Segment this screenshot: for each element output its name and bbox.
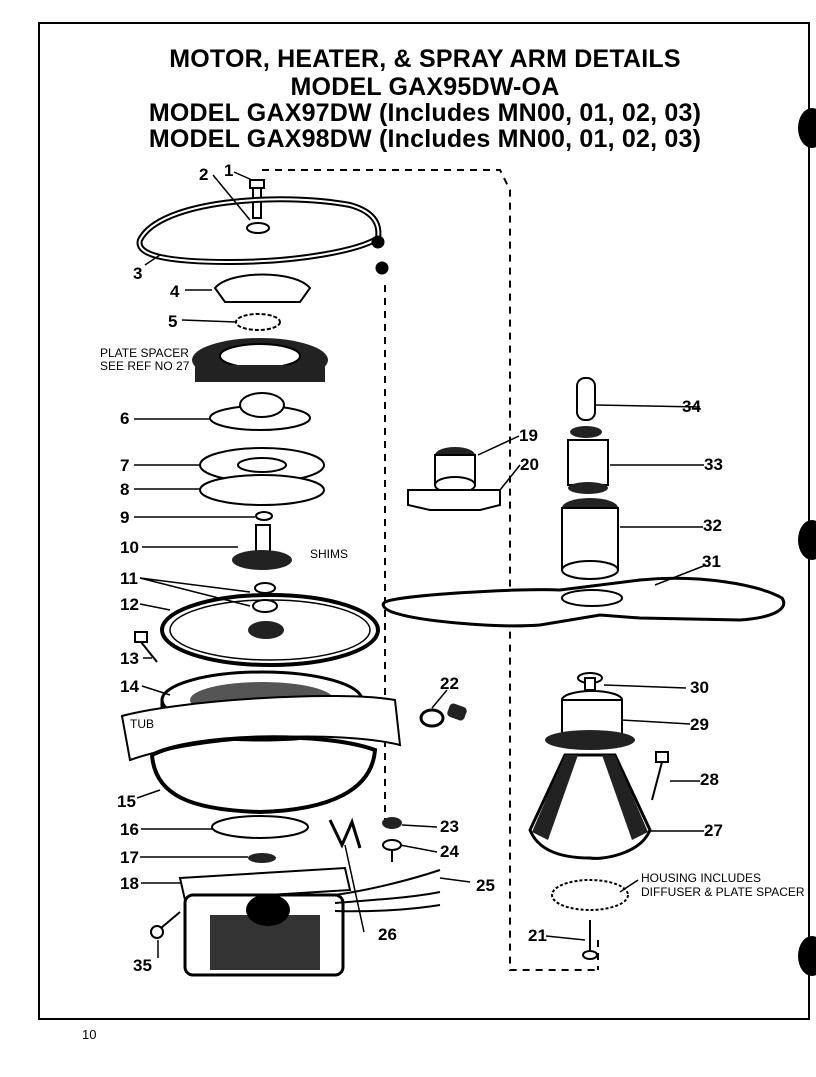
part-17-coupling <box>248 853 276 863</box>
callout-10: 10 <box>120 538 139 557</box>
callout-23: 23 <box>440 817 459 836</box>
part-19-bushing <box>434 447 476 494</box>
part-32-filter <box>561 498 619 580</box>
callout-27: 27 <box>704 821 723 840</box>
part-1-bolt <box>249 179 265 219</box>
callout-35: 35 <box>133 956 152 975</box>
part-4-cap <box>213 273 312 303</box>
callout-28: 28 <box>700 770 719 789</box>
part-11-shims <box>254 582 276 594</box>
part-28-bolt <box>651 751 669 801</box>
part-9-ring <box>255 511 273 521</box>
callout-31: 31 <box>702 552 721 571</box>
callout-15: 15 <box>117 792 136 811</box>
callout-11: 11 <box>120 569 138 588</box>
model-line-2: MODEL GAX97DW (Includes MN00, 01, 02, 03… <box>148 99 702 127</box>
part-16-plate <box>211 815 309 839</box>
part-21-screw <box>582 920 598 960</box>
part-18-bracket <box>178 866 352 902</box>
callout-1: 1 <box>224 161 234 180</box>
part-24-screw <box>382 839 402 862</box>
part-26-clip <box>328 817 362 849</box>
callout-3: 3 <box>133 264 143 283</box>
part-30-screw <box>577 672 603 691</box>
note-housing-line1: HOUSING INCLUDES <box>641 871 762 885</box>
callout-19: 19 <box>519 426 538 445</box>
part-2-washer <box>246 222 270 234</box>
part-23-grommet <box>382 817 402 829</box>
part-33-cylinder <box>567 439 609 494</box>
callout-14: 14 <box>120 677 139 696</box>
note-plate-spacer-line1: PLATE SPACER <box>100 346 189 360</box>
callout-2: 2 <box>199 165 209 184</box>
part-34-tube <box>570 377 602 438</box>
part-22-clamp <box>419 703 467 728</box>
callout-34: 34 <box>682 397 701 416</box>
callout-5: 5 <box>168 312 178 331</box>
callout-9: 9 <box>120 508 130 527</box>
callout-16: 16 <box>120 820 139 839</box>
part-15-gasket <box>149 735 378 815</box>
note-housing-line2: DIFFUSER & PLATE SPACER <box>641 885 805 899</box>
note-shims: SHIMS <box>310 547 349 561</box>
callout-29: 29 <box>690 715 709 734</box>
binding-hole-marks <box>798 108 816 976</box>
callout-12: 12 <box>120 595 139 614</box>
part-10-impeller <box>232 524 292 570</box>
callout-24: 24 <box>440 842 459 861</box>
callout-4: 4 <box>170 282 180 301</box>
callout-22: 22 <box>440 674 459 693</box>
plate-spacer <box>192 338 328 382</box>
part-8-gasket <box>199 474 325 506</box>
model-line-1: MODEL GAX95DW-OA <box>290 73 560 101</box>
callout-21: 21 <box>528 926 547 945</box>
page-number: 10 <box>82 1027 97 1042</box>
callout-7: 7 <box>120 456 130 475</box>
leader-lines <box>134 171 707 958</box>
part-5-gear <box>235 313 281 331</box>
callout-8: 8 <box>120 480 130 499</box>
model-line-3: MODEL GAX98DW (Includes MN00, 01, 02, 03… <box>148 125 702 153</box>
part-20-bracket <box>407 489 501 511</box>
callout-13: 13 <box>120 649 139 668</box>
part-25-wires <box>334 869 441 913</box>
motor <box>183 893 345 977</box>
callout-17: 17 <box>120 848 139 867</box>
diagram-title: MOTOR, HEATER, & SPRAY ARM DETAILS <box>169 45 681 73</box>
part-13-bolt <box>134 631 158 663</box>
callout-30: 30 <box>690 678 709 697</box>
callout-20: 20 <box>520 455 539 474</box>
note-plate-spacer-line2: SEE REF NO 27 <box>100 359 190 373</box>
callout-6: 6 <box>120 409 130 428</box>
part-29-diffuser <box>545 690 635 750</box>
note-tub: TUB <box>130 717 154 731</box>
diffuser-plate <box>551 879 629 911</box>
part-6-impeller-housing <box>209 392 311 431</box>
callout-33: 33 <box>704 455 723 474</box>
callout-18: 18 <box>120 874 139 893</box>
callout-25: 25 <box>476 876 495 895</box>
part-12-seal-ring <box>160 593 380 667</box>
part-35-screw <box>150 911 181 939</box>
callout-26: 26 <box>378 925 397 944</box>
callout-32: 32 <box>703 516 722 535</box>
